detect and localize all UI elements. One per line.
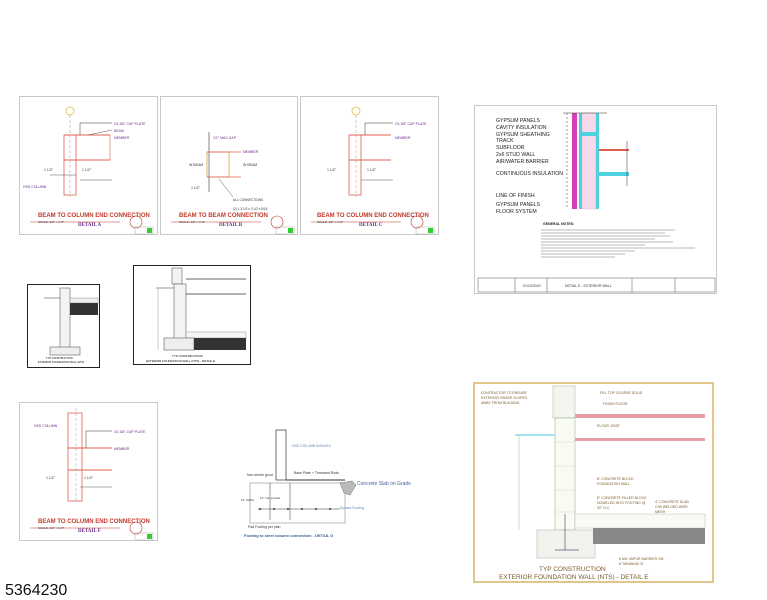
label: 2x6 STUD WALL — [496, 151, 536, 158]
detail-a-drawing: C6 3/8" CAP PLATE BEAM MEMBER 1 1/2" 1 1… — [23, 106, 154, 235]
detail-f-title: BEAM TO COLUMN END CONNECTION — [38, 519, 150, 525]
label: TRACK — [496, 138, 514, 145]
detail-c-scale: SCALE: 1/2" = 1'-0" — [317, 220, 344, 224]
caption-1: TYP CONSTRUCTION — [46, 357, 73, 360]
dim-right: 1 1/2" — [367, 168, 377, 172]
dim-right: 1 1/2" — [82, 168, 92, 172]
embed-label: 12" min embed — [260, 496, 280, 500]
svg-text:C6 3/8" CAP PLATE: C6 3/8" CAP PLATE — [395, 122, 427, 126]
filled-block-1: 8" CONCRETE FILLED BLOCK — [597, 496, 647, 500]
spread-label: Spread Footing — [340, 506, 364, 510]
column-label: HSS COLUMN 6x6x3/16 — [292, 444, 331, 448]
vapor-2: 6" MINIMUM 'A' — [619, 562, 644, 566]
caption: Footing to steel column connection - DET… — [244, 533, 333, 538]
block-wall-1: 8" CONCRETE BLOCK — [597, 477, 634, 481]
svg-text:BEAM: BEAM — [114, 129, 124, 133]
detail-g-panel: HSS COLUMN 6x6x3/16 Non-shrink grout Bas… — [240, 425, 416, 543]
svg-text:MEMBER: MEMBER — [243, 150, 259, 154]
svg-text:C6 3/8" CAP PLATE: C6 3/8" CAP PLATE — [114, 430, 146, 434]
detail-f-label: DETAIL F — [78, 529, 101, 534]
grade-note-3: AWAY FROM BUILDING — [481, 401, 520, 405]
detail-g-drawing: HSS COLUMN 6x6x3/16 Non-shrink grout Bas… — [241, 429, 411, 538]
svg-text:C6 3/8" CAP PLATE: C6 3/8" CAP PLATE — [114, 122, 146, 126]
slab-2: C/W WELDED WIRE — [655, 505, 689, 509]
detail-d-drawing: GENERAL NOTES: 01/10/2020 DETAIL D - EXT… — [477, 112, 716, 293]
base-plate-label: Base Plate + Threaded Rods — [294, 471, 339, 475]
caption-1: TYP CONSTRUCTION — [172, 354, 203, 358]
dim-left: 1 1/2" — [46, 476, 56, 480]
detail-f-panel: C6 3/8" CAP PLATE MEMBER HSS COLUMN 1 1/… — [19, 402, 158, 541]
grout-label: Non-shrink grout — [247, 473, 273, 477]
listing-number: 5364230 — [5, 582, 68, 599]
foundation-small-panel: TYP CONSTRUCTION EXTERIOR FOUNDATION WAL… — [27, 284, 100, 368]
slab-label: Concrete Slab on Grade — [357, 481, 411, 487]
detail-f-drawing: C6 3/8" CAP PLATE MEMBER HSS COLUMN 1 1/… — [30, 408, 154, 541]
detail-e-drawing: CONTRACTOR TO ENSURE EXTERIOR GRADE SLOP… — [481, 385, 706, 581]
title: DETAIL D - EXTERIOR WALL — [565, 284, 612, 288]
caption-2: EXTERIOR FOUNDATION WALL (NTS) - DETAIL … — [499, 574, 649, 581]
foundation-small-drawing — [44, 287, 99, 356]
detail-e-panel: CONTRACTOR TO ENSURE EXTERIOR GRADE SLOP… — [473, 382, 714, 583]
slab-3: MESH — [655, 510, 666, 514]
date: 01/10/2020 — [523, 284, 541, 288]
block-wall-2: FOUNDATION WALL — [597, 482, 630, 486]
label: SUBFLOOR — [496, 145, 525, 152]
label: AIR/WATER BARRIER — [496, 158, 549, 165]
grade-note-1: CONTRACTOR TO ENSURE — [481, 391, 528, 395]
detail-a-scale: SCALE: 1/2" = 1'-0" — [38, 220, 65, 224]
slab-1: 4" CONCRETE SLAB — [655, 500, 689, 504]
dim: 1 1/2" — [191, 186, 201, 190]
filled-block-3: 32" O.C. — [597, 506, 610, 510]
dim-left: 1 1/2" — [44, 168, 54, 172]
detail-d-labels: GYPSUM PANELS CAVITY INSULATION GYPSUM S… — [496, 118, 563, 216]
detail-b-title: BEAM TO BEAM CONNECTION — [179, 213, 268, 219]
svg-text:1/2" MAX GAP: 1/2" MAX GAP — [213, 136, 237, 140]
detail-f-scale: SCALE: 1/2" = 1'-0" — [38, 526, 65, 530]
svg-text:MEMBER: MEMBER — [114, 136, 130, 140]
detail-a-title: BEAM TO COLUMN END CONNECTION — [38, 213, 150, 219]
vapor-1: 6 MIL VAPOR BARRIER ON — [619, 557, 664, 561]
label: CONTINUOUS INSULATION — [496, 170, 564, 177]
svg-text:W BEAM: W BEAM — [243, 163, 257, 167]
label: CAVITY INSULATION — [496, 124, 547, 131]
svg-text:MEMBER: MEMBER — [114, 447, 130, 451]
label: GYPSUM SHEATHING — [496, 131, 550, 138]
label: LINE OF FINISH — [496, 193, 535, 200]
detail-b-label: DETAIL B — [219, 223, 243, 228]
svg-text:HSS COLUMN: HSS COLUMN — [34, 424, 58, 428]
svg-text:W BEAM: W BEAM — [189, 163, 203, 167]
label: FLOOR SYSTEM — [496, 208, 537, 215]
detail-d-panel: GENERAL NOTES: 01/10/2020 DETAIL D - EXT… — [474, 105, 717, 294]
svg-text:(2) L 3 1/2 x 3 1/2 x 5/16: (2) L 3 1/2 x 3 1/2 x 5/16 — [233, 207, 268, 211]
notes-title: GENERAL NOTES: — [543, 222, 574, 226]
dim-right: 1 1/2" — [84, 476, 94, 480]
grade-note-2: EXTERIOR GRADE SLOPES — [481, 396, 528, 400]
svg-text:ALL CONNECTIONS: ALL CONNECTIONS — [233, 198, 263, 202]
depth-label: 12" (MIN) — [241, 498, 254, 502]
detail-c-label: DETAIL C — [359, 223, 383, 228]
pad-label: Pad Footing per plan — [248, 525, 281, 529]
foundation-medium-drawing — [156, 267, 247, 351]
detail-a-label: DETAIL A — [78, 223, 102, 228]
detail-b-scale: SCALE: 1/2" = 1'-0" — [179, 220, 206, 224]
foundation-medium-panel: TYP CONSTRUCTION EXTERIOR FOUNDATION WAL… — [133, 265, 251, 365]
filled-block-2: DOWELED INTO FOOTING @ — [597, 501, 646, 505]
caption-1: TYP CONSTRUCTION — [539, 566, 606, 573]
detail-a-panel: C6 3/8" CAP PLATE BEAM MEMBER 1 1/2" 1 1… — [19, 96, 158, 235]
detail-c-panel: C6 3/8" CAP PLATE MEMBER 1 1/2" 1 1/2" B… — [300, 96, 439, 235]
label: GYPSUM PANELS — [496, 202, 541, 209]
caption-2: EXTERIOR FOUNDATION WALL (NTS) — [38, 361, 85, 364]
detail-b-drawing: 1/2" MAX GAP MEMBER W BEAM W BEAM ALL CO… — [171, 132, 295, 235]
detail-b-panel: 1/2" MAX GAP MEMBER W BEAM W BEAM ALL CO… — [160, 96, 298, 235]
label: GYPSUM PANELS — [496, 118, 541, 124]
detail-c-title: BEAM TO COLUMN END CONNECTION — [317, 213, 429, 219]
svg-text:HSS COLUMN: HSS COLUMN — [23, 185, 47, 189]
caption-2: EXTERIOR FOUNDATION WALL (NTS) - DETAIL … — [146, 359, 216, 363]
floor-joist-label: FLOOR JOIST — [597, 424, 621, 428]
detail-c-drawing: C6 3/8" CAP PLATE MEMBER 1 1/2" 1 1/2" — [311, 106, 435, 235]
finish-floor-label: FINISH FLOOR — [603, 402, 628, 406]
dim-left: 1 1/2" — [327, 168, 337, 172]
fill-top-label: FILL TOP COURSE SOLID — [600, 391, 643, 395]
svg-text:MEMBER: MEMBER — [395, 136, 411, 140]
